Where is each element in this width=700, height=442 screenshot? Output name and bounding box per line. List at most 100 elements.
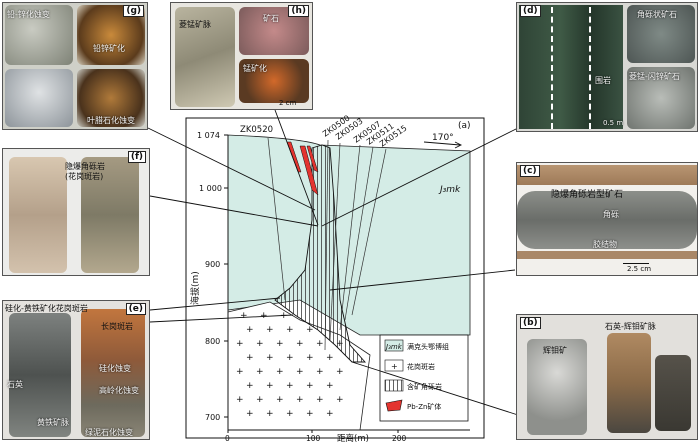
granite-plus-31: + [276,395,284,405]
granite-plus-9: + [276,339,284,349]
legend-symbol-granite: + [391,362,398,371]
panel-label-g: (g) [123,5,144,17]
photo-f-text-2: (花岗斑岩) [65,172,104,181]
photo-c-text-2: 角砾 [603,210,619,219]
photo-h-text-1: 菱锰矿脉 [179,20,211,29]
photo-panel-d: (d) 围岩 角砾状矿石 菱锰-闪锌矿石 0.5 m [516,2,698,132]
north-arrow-label: 170° [432,133,454,143]
scale-bar-c [623,263,649,264]
granite-plus-23: + [336,367,344,377]
legend-label-breccia: 含矿角砾岩 [407,382,442,391]
panel-label-h: (h) [288,5,309,17]
panel-label-e: (e) [125,303,146,315]
photo-panel-c: (c) 隐爆角砾岩型矿石 角砾 胶结物 2.5 cm [516,162,698,276]
panel-label-b: (b) [520,317,541,329]
y-tick-label-700: 700 [205,413,220,422]
photo-d-text-2: 角砾状矿石 [637,10,677,19]
photo-e-text-4: 高岭化蚀变 [99,386,139,395]
granite-plus-14: + [266,353,274,363]
granite-plus-18: + [236,367,244,377]
granite-plus-34: + [336,395,344,405]
legend-label-orebody: Pb-Zn矿体 [407,402,441,411]
photo-e-text-6: 黄铁矿脉 [37,418,69,427]
granite-plus-19: + [256,367,264,377]
x-tick-label-100: 100 [306,434,321,442]
photo-e-text-1: 硅化-黄铁矿化花岗斑岩 [5,304,88,313]
granite-plus-11: + [316,339,324,349]
borehole-line-zk0503 [329,142,341,341]
photo-panel-b: (b) 石英-辉钼矿脉 辉钼矿 [516,314,698,440]
photo-d-text-1: 围岩 [595,76,611,85]
y-axis-title: 海拔(m) [189,271,201,305]
legend-swatch-formation [384,339,404,352]
granite-plus-10: + [296,339,304,349]
granite-plus-30: + [256,395,264,405]
photo-e-text-2: 长岗斑岩 [101,322,133,331]
panel-label-d: (d) [520,5,541,17]
granite-plus-4: + [266,325,274,335]
host-rock-area [227,134,471,336]
granite-plus-28: + [326,381,334,391]
photo-panel-e: (e) 硅化-黄铁矿化花岗斑岩 长岗斑岩 硅化蚀变 高岭化蚀变 石英 黄铁矿脉 … [2,300,150,440]
photo-panel-h: (h) 菱锰矿脉 矿石 锰矿化 2 cm [170,2,313,110]
legend-symbol-formation: J₃mk [384,343,403,351]
north-arrow-icon [423,141,463,149]
photo-g-text-3: 叶腊石化蚀变 [87,116,135,125]
photo-e-text-3: 硅化蚀变 [99,364,131,373]
photo-e-text-5: 石英 [7,380,23,389]
panel-label-f: (f) [127,151,146,163]
legend-swatch-granite [384,359,404,372]
panel-label-a: (a) [458,121,471,131]
granite-plus-16: + [306,353,314,363]
photo-b-text-2: 辉钼矿 [543,346,567,355]
photo-panel-g: (g) 铅-锌化蚀变 铅锌矿化 叶腊石化蚀变 [2,2,148,130]
borehole-line-zk0507 [339,144,361,331]
photo-h-text-3: 锰矿化 [243,64,267,73]
borehole-label-zk0520: ZK0520 [240,125,273,135]
granite-plus-6: + [306,325,314,335]
breccia-pipe [274,144,366,363]
granite-plus-13: + [246,353,254,363]
granite-plus-27: + [306,381,314,391]
photo-c-scale: 2.5 cm [627,265,652,273]
granite-plus-25: + [266,381,274,391]
legend-swatch-orebody [385,399,403,412]
granite-plus-8: + [256,339,264,349]
photo-g-text-1: 铅-锌化蚀变 [7,10,50,19]
photo-g-text-2: 铅锌矿化 [93,44,125,53]
photo-c-text-3: 胶结物 [593,240,617,249]
pb-zn-orebody-2 [306,145,319,173]
granite-plus-17: + [326,353,334,363]
granite-plus-5: + [286,325,294,335]
x-tick-label-0: 0 [225,434,230,442]
panel-label-c: (c) [520,165,540,177]
granite-plus-32: + [296,395,304,405]
granite-plus-20: + [276,367,284,377]
legend: J₃mk 满克头鄂博组 + 花岗斑岩 含矿角砾岩 Pb-Zn矿体 [379,334,469,422]
photo-e-text-7: 绿泥石化蚀变 [85,428,133,437]
borehole-line-zk0511 [344,146,374,321]
photo-b-text-1: 石英-辉钼矿脉 [605,322,656,331]
granite-plus-22: + [316,367,324,377]
y-ticks [224,134,228,418]
granite-plus-26: + [286,381,294,391]
granite-plus-3: + [246,325,254,335]
connector-lines [147,109,519,416]
granite-plus-24: + [246,381,254,391]
photo-c-text-1: 隐爆角砾岩型矿石 [551,190,624,200]
granite-plus-35: + [246,409,254,419]
x-tick-label-200: 200 [392,434,407,442]
pb-zn-orebody-1 [299,145,319,196]
y-tick-label-900: 900 [205,260,220,269]
photo-panel-f: (f) 隐爆角砾岩 (花岗斑岩) [2,148,150,276]
granite-plus-38: + [306,409,314,419]
formation-label: J₃mk [438,185,461,195]
x-ticks [227,430,399,433]
granite-plus-21: + [296,367,304,377]
granite-plus-36: + [266,409,274,419]
photo-h-text-2: 矿石 [263,14,279,23]
granite-plus-15: + [286,353,294,363]
granite-plus-7: + [236,339,244,349]
granite-plus-29: + [236,395,244,405]
